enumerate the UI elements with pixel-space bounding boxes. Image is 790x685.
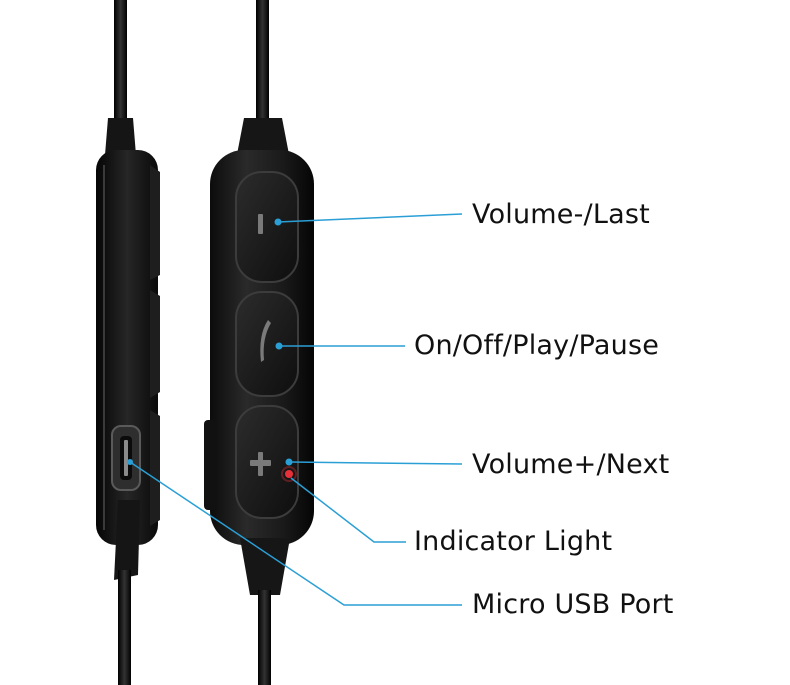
label-play-pause: On/Off/Play/Pause — [414, 330, 660, 361]
front-view-remote — [204, 0, 314, 685]
label-indicator-light: Indicator Light — [414, 526, 613, 557]
front-cable-bottom — [258, 590, 271, 685]
minus-icon — [258, 214, 263, 234]
leader-volume-minus — [277, 213, 463, 223]
leader-indicator — [290, 477, 406, 543]
front-cable-top — [256, 0, 269, 120]
play-pause-button — [235, 291, 299, 397]
indicator-led — [285, 470, 293, 478]
side-button-ridge-3 — [150, 410, 160, 526]
front-strain-relief-bottom — [240, 538, 290, 595]
label-volume-minus: Volume-/Last — [472, 199, 650, 230]
side-view-remote — [96, 0, 160, 685]
side-strain-relief-top — [105, 118, 136, 155]
micro-usb-pins — [124, 440, 128, 476]
leader-lines — [127, 213, 463, 606]
side-strain-relief-bottom — [114, 500, 140, 580]
plus-icon — [250, 452, 271, 476]
label-micro-usb-port: Micro USB Port — [472, 589, 674, 620]
side-cable-top — [114, 0, 127, 120]
phone-icon — [260, 320, 271, 362]
volume-minus-button — [235, 171, 299, 283]
leader-usb — [129, 461, 462, 606]
side-cable-bottom — [118, 570, 131, 685]
leader-volume-plus — [288, 461, 463, 465]
front-side-edge — [204, 420, 216, 510]
side-button-ridge-2 — [150, 290, 160, 398]
label-volume-plus: Volume+/Next — [472, 449, 670, 480]
side-button-ridge-1 — [150, 165, 160, 280]
